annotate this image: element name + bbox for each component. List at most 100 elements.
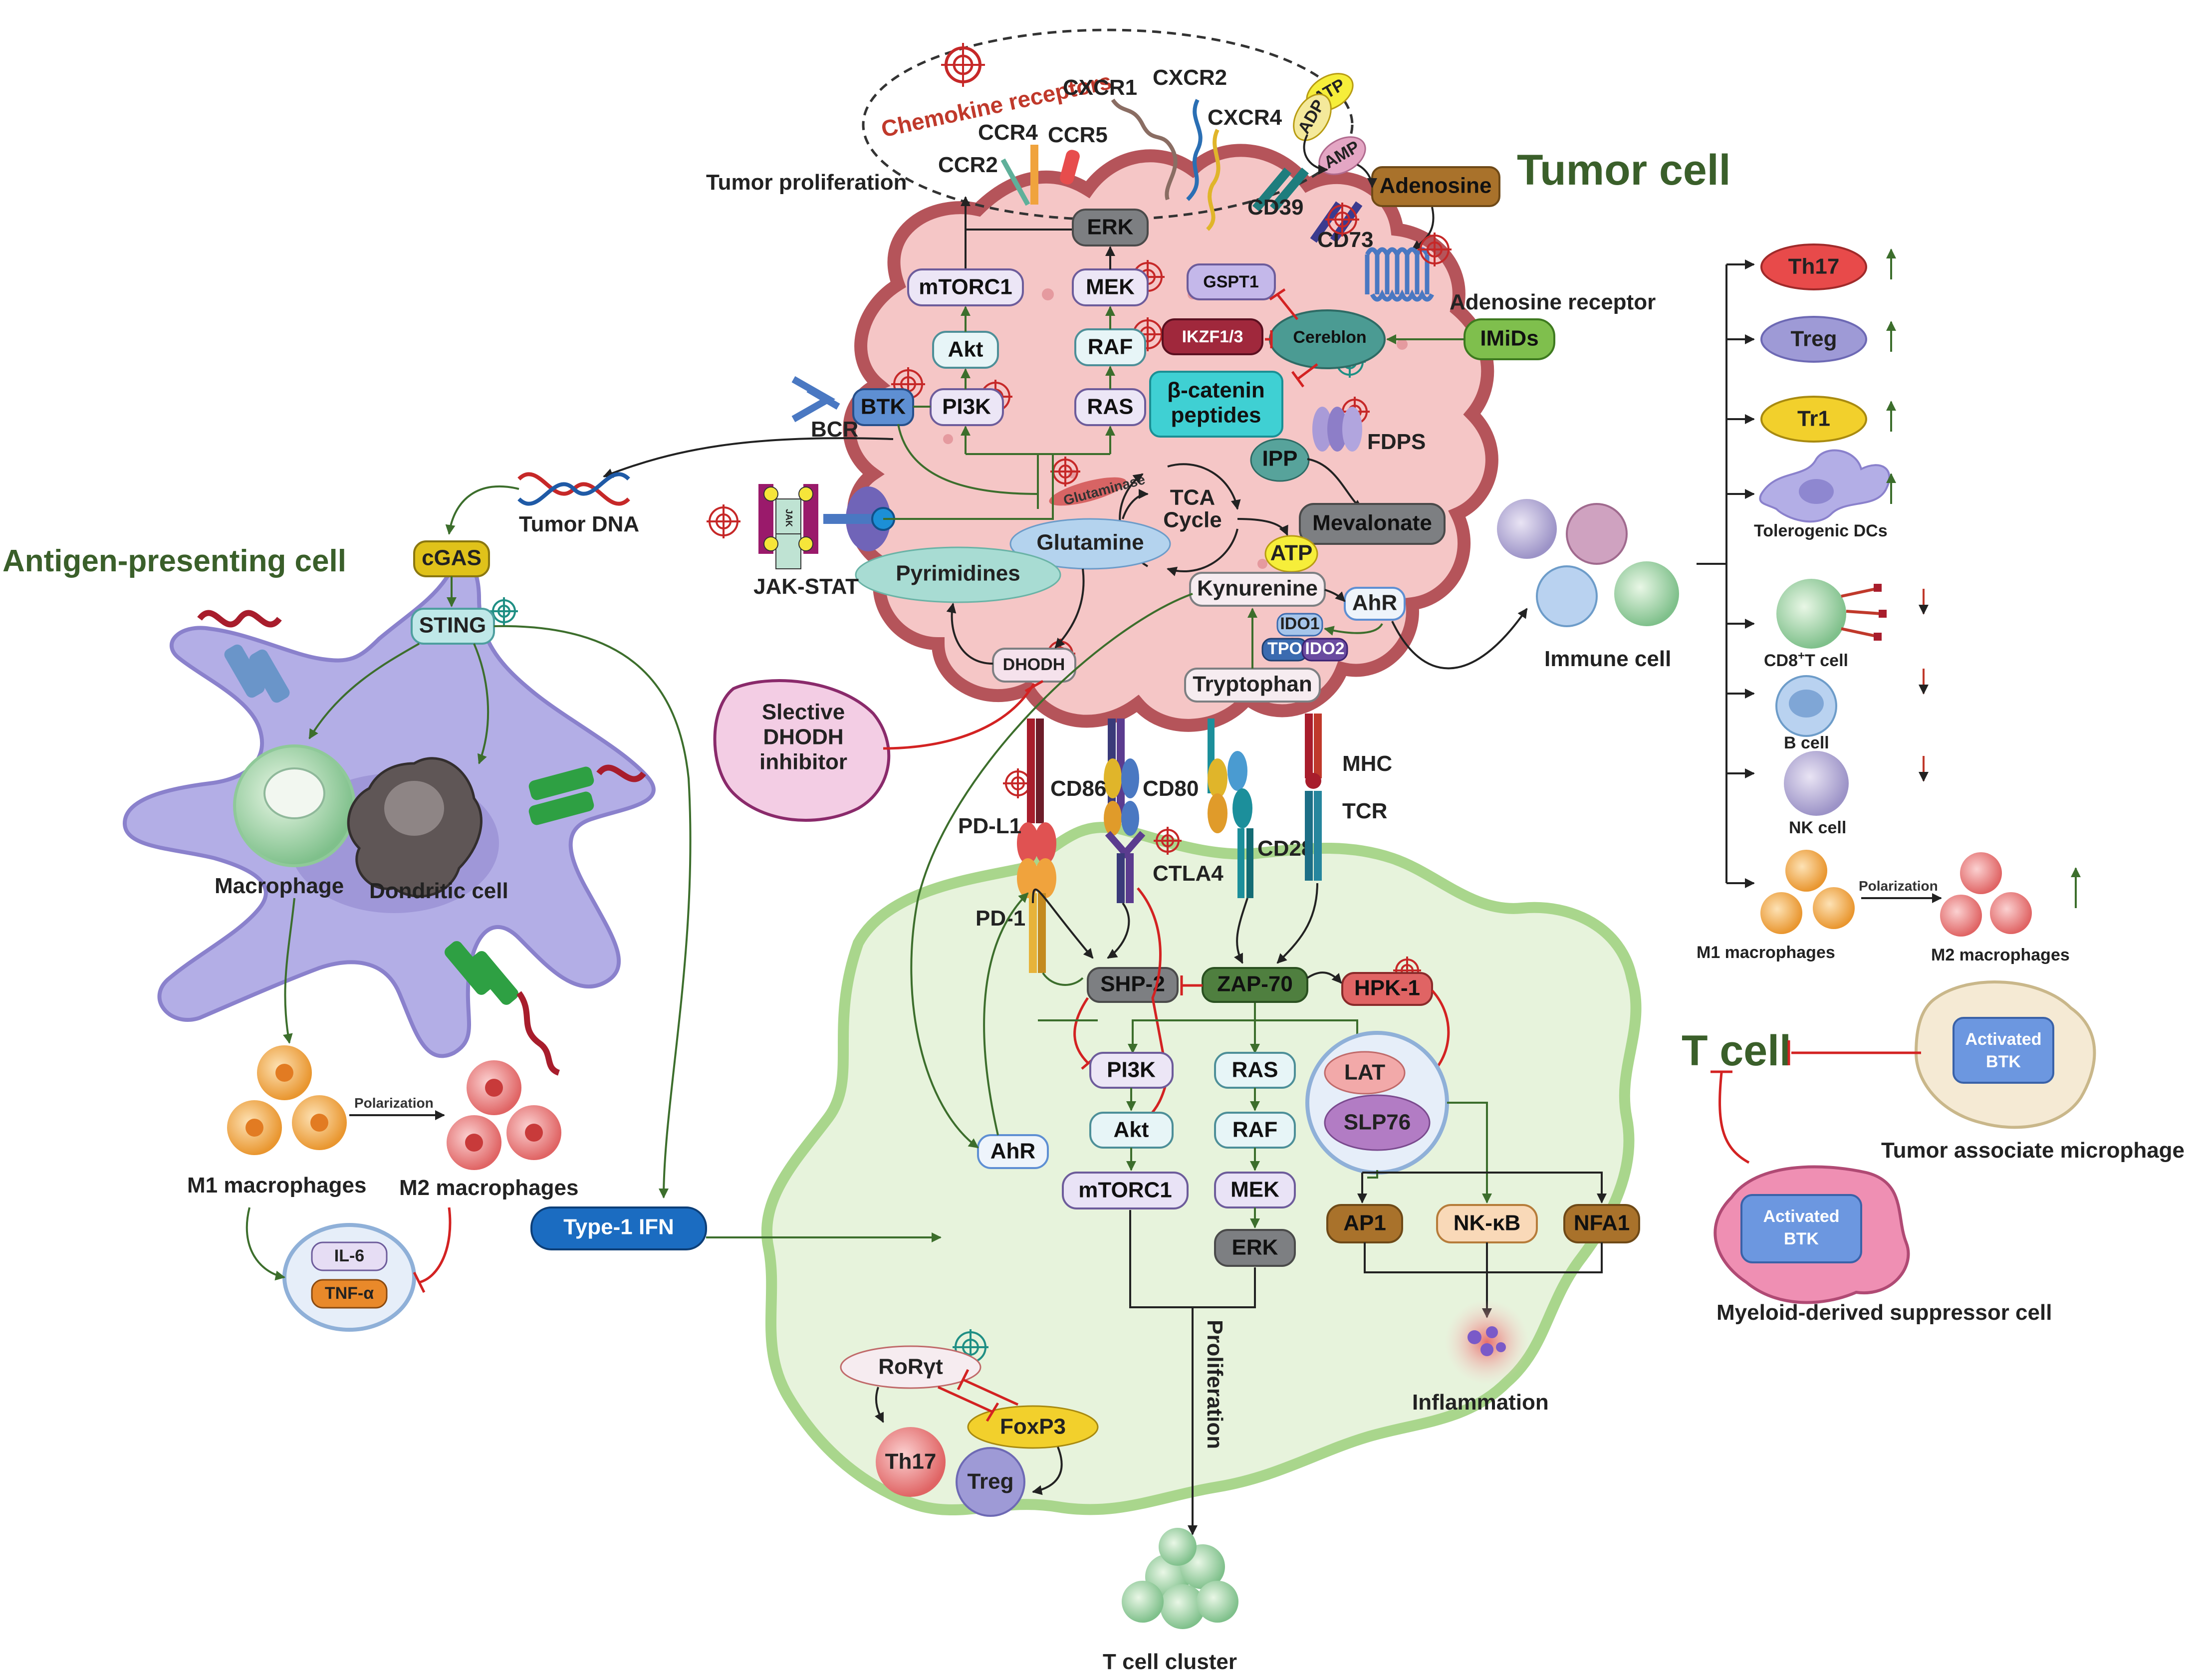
ikzf-node (1162, 318, 1263, 355)
svg-text:STING: STING (419, 613, 486, 638)
m2-right-label: M2 macrophages (1931, 946, 2070, 964)
svg-text:RAF: RAF (1232, 1118, 1277, 1142)
gspt1-node (1187, 263, 1276, 300)
tumor-proliferation-label: Tumor proliferation (706, 170, 907, 195)
svg-text:mTORC1: mTORC1 (919, 275, 1012, 299)
tam-btk-node (1953, 1017, 2054, 1084)
dendritic-cell-label: Dondritic cell (369, 879, 508, 903)
jak-stat-receptor (758, 484, 895, 569)
glutaminase-glyph (1049, 477, 1127, 506)
svg-text:LAT: LAT (1344, 1060, 1385, 1085)
adenosine-label: Adenosine (1380, 174, 1492, 198)
bcat-node (1149, 371, 1283, 438)
receptor-glyph-apc-3 (445, 941, 560, 1076)
svg-text:RAF: RAF (1088, 335, 1133, 359)
svg-text:GSPT1: GSPT1 (1203, 272, 1258, 291)
svg-text:TCA: TCA (1170, 485, 1215, 510)
pd1-label: PD-1 (976, 906, 1025, 931)
svg-text:β-catenin: β-catenin (1167, 378, 1265, 403)
svg-text:Type-1 IFN: Type-1 IFN (563, 1215, 674, 1239)
m1-macrophages-apc-glyph (227, 1045, 347, 1155)
svg-text:peptides: peptides (1171, 403, 1261, 428)
svg-text:AhR: AhR (1352, 591, 1397, 615)
svg-text:ERK: ERK (1087, 215, 1134, 240)
bcr-receptor-glyph (791, 376, 840, 423)
kynurenine-node (1189, 572, 1326, 607)
pdl1-label: PD-L1 (958, 814, 1021, 838)
fdps-label: FDPS (1367, 430, 1426, 454)
cytokine-cell (282, 1223, 416, 1332)
tnfa-node (311, 1279, 388, 1309)
polarization-apc-label: Polarization (354, 1095, 434, 1111)
cd86-label: CD86 (1050, 776, 1107, 801)
cxcr2-label: CXCR2 (1153, 65, 1227, 90)
svg-text:RAS: RAS (1087, 395, 1134, 419)
th17-right-node (1760, 243, 1867, 290)
svg-text:MEK: MEK (1230, 1178, 1279, 1202)
m2-macrophages-apc-glyph (447, 1060, 561, 1170)
svg-text:SLP76: SLP76 (1344, 1110, 1411, 1135)
macrophage-glyph (233, 744, 356, 867)
svg-text:cGAS: cGAS (422, 546, 482, 570)
ahr-tcell-node (977, 1134, 1049, 1169)
svg-text:Cycle: Cycle (1163, 508, 1222, 532)
m1-right-label: M1 macrophages (1697, 943, 1835, 962)
svg-text:ZAP-70: ZAP-70 (1217, 972, 1293, 996)
svg-text:IDO1: IDO1 (1280, 614, 1319, 633)
svg-text:Th17: Th17 (885, 1449, 937, 1474)
svg-text:inhibitor: inhibitor (759, 750, 847, 774)
svg-text:DHODH: DHODH (1003, 655, 1065, 674)
svg-text:Pyrimidines: Pyrimidines (896, 561, 1020, 586)
svg-text:NK-κB: NK-κB (1454, 1211, 1521, 1235)
svg-text:MEK: MEK (1086, 275, 1135, 299)
svg-text:Mevalonate: Mevalonate (1312, 511, 1432, 535)
type1-ifn-node (530, 1206, 707, 1250)
receptor-glyph-apc-2 (528, 764, 646, 825)
th17-tcell-glyph (876, 1427, 946, 1497)
mhc-tcr-receptor (1305, 714, 1322, 881)
up-arrows (1886, 248, 2081, 908)
svg-text:mTORC1: mTORC1 (1078, 1178, 1172, 1202)
svg-text:AhR: AhR (990, 1139, 1035, 1164)
svg-text:TPO: TPO (1267, 639, 1302, 658)
mtorc1-node (907, 268, 1024, 306)
tumor-dna-label: Tumor DNA (519, 512, 639, 536)
glutamine-node (1009, 518, 1171, 570)
svg-text:IKZF1/3: IKZF1/3 (1182, 327, 1243, 346)
immune-cell-group-glyph (1497, 499, 1679, 627)
m1-apc-label: M1 macrophages (187, 1173, 366, 1198)
mdsc-label: Myeloid-derived suppressor cell (1716, 1300, 2052, 1325)
svg-text:Treg: Treg (1791, 327, 1837, 351)
cxcr1-label: CXCR1 (1063, 75, 1137, 100)
adenosine-receptor-glyph (1365, 247, 1435, 302)
ido1-node (1276, 613, 1323, 637)
svg-text:Tr1: Tr1 (1797, 407, 1830, 431)
jak-stat-label: JAK-STAT (753, 574, 859, 599)
nk-cell-glyph (1784, 751, 1849, 816)
target-icon (941, 43, 985, 87)
svg-text:ATP: ATP (1270, 541, 1313, 565)
tolerogenic-dc-glyph (1759, 449, 1891, 523)
svg-text:Akt: Akt (948, 337, 983, 362)
svg-text:Akt: Akt (1114, 1118, 1149, 1142)
amp-ellipse: AMP (1318, 136, 1366, 175)
pyrimidines-node (855, 546, 1061, 603)
slp76-node (1324, 1094, 1431, 1151)
tcr-label: TCR (1342, 799, 1387, 823)
svg-text:Activated: Activated (1763, 1207, 1839, 1226)
svg-text:TNF-α: TNF-α (325, 1284, 374, 1303)
tr1-right-node (1760, 396, 1867, 443)
mhc-label: MHC (1342, 751, 1392, 776)
svg-text:Activated: Activated (1965, 1030, 2041, 1049)
m2-macrophages-right-glyph (1940, 852, 2032, 937)
ccr4-label: CCR4 (978, 120, 1038, 145)
immune-cell-label: Immune cell (1544, 647, 1671, 671)
cd8-label: CD8+T cell (1764, 649, 1848, 671)
adenosine-receptor-label: Adenosine receptor (1450, 290, 1656, 314)
svg-text:JAK: JAK (784, 509, 794, 527)
svg-text:HPK-1: HPK-1 (1354, 976, 1420, 1000)
svg-text:Cereblon: Cereblon (1293, 328, 1366, 347)
dhodh-node (992, 648, 1076, 683)
fdps-glyph (1312, 407, 1362, 452)
svg-text:Th17: Th17 (1788, 254, 1840, 279)
